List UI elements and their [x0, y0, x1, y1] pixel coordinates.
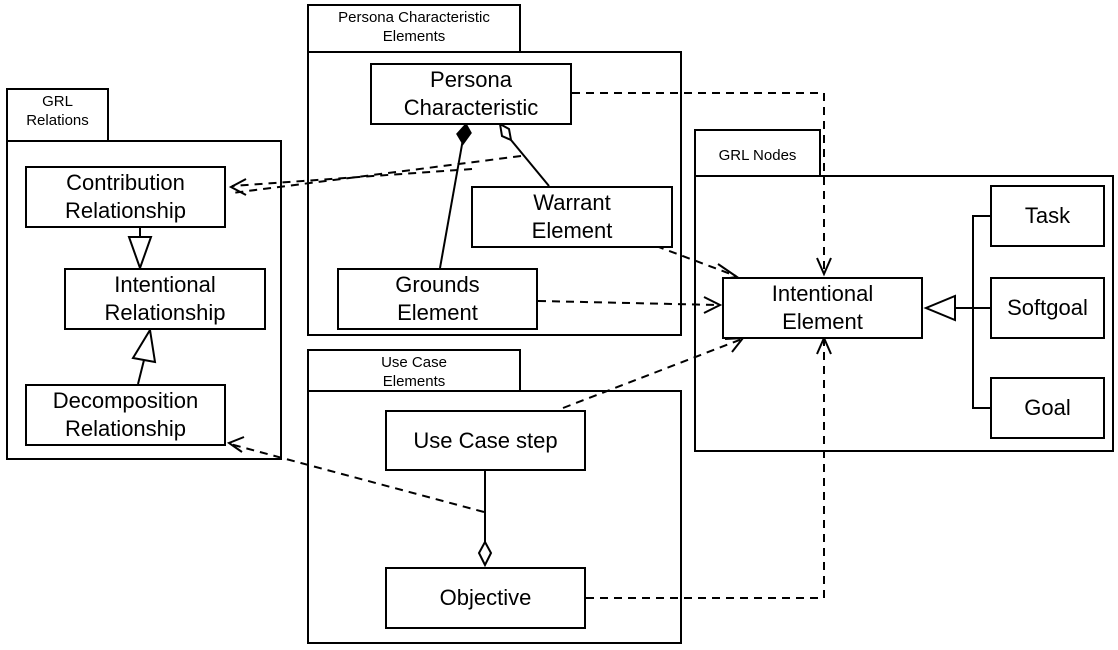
warrant-element-box: Warrant Element	[471, 186, 673, 248]
grounds-element-box: Grounds Element	[337, 268, 538, 330]
decomposition-relationship-box: Decomposition Relationship	[25, 384, 226, 446]
objective-box: Objective	[385, 567, 586, 629]
softgoal-box: Softgoal	[990, 277, 1105, 339]
persona-characteristic-box: Persona Characteristic	[370, 63, 572, 125]
package-tab-use-case-elements: Use Case Elements	[307, 349, 521, 392]
use-case-step-box: Use Case step	[385, 410, 586, 471]
intentional-element-box: Intentional Element	[722, 277, 923, 339]
package-tab-persona-characteristic-elements: Persona Characteristic Elements	[307, 4, 521, 53]
intentional-relationship-box: Intentional Relationship	[64, 268, 266, 330]
package-tab-grl-nodes: GRL Nodes	[694, 129, 821, 177]
contribution-relationship-box: Contribution Relationship	[25, 166, 226, 228]
goal-box: Goal	[990, 377, 1105, 439]
task-box: Task	[990, 185, 1105, 247]
package-tab-grl-relations: GRL Relations	[6, 88, 109, 142]
